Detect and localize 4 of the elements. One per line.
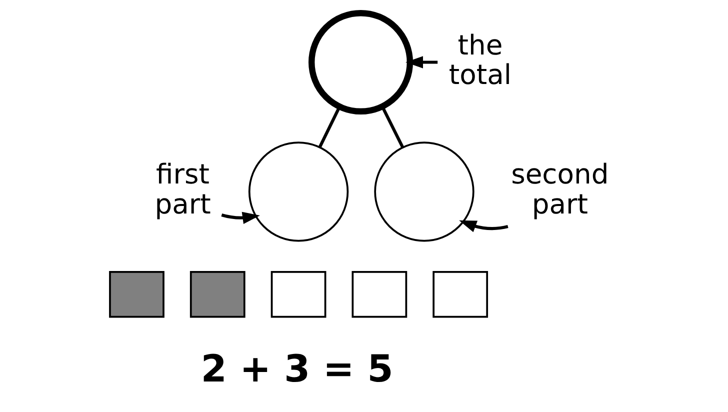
- label: 2 + 3 = 5: [200, 346, 393, 390]
- node-text: the total: [448, 30, 512, 92]
- node-text: second part: [510, 160, 608, 221]
- node-text: first part: [154, 160, 210, 221]
